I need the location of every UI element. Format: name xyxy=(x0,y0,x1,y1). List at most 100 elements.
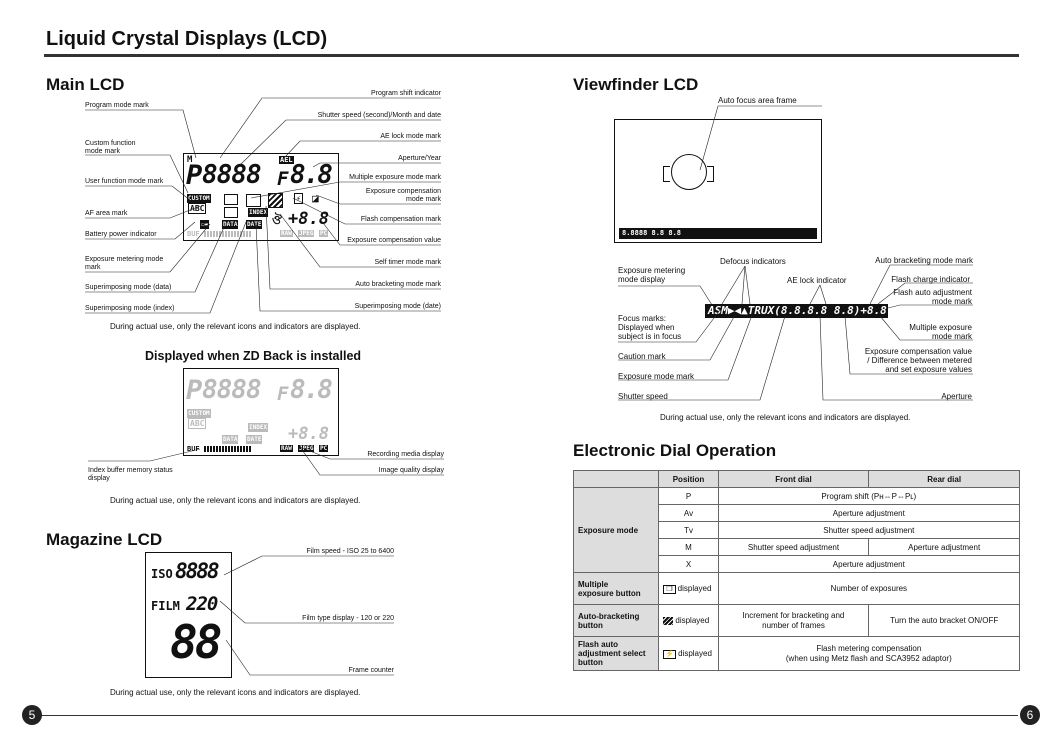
viewfinder-right-label: Flash charge indicator xyxy=(891,275,970,284)
frame-counter-digits: 88 xyxy=(170,615,222,669)
index-mark: INDEX xyxy=(248,208,269,217)
footer-rule xyxy=(40,715,1018,716)
title-rule xyxy=(44,54,1019,57)
aperture-digits: 8.8 xyxy=(290,375,333,405)
exposure-comp-icon: ◪ xyxy=(312,192,319,205)
af-frame-icon xyxy=(224,207,238,218)
main-lcd-panel: M AEL P 8888 F 8.8 CUSTOM ABC ⚡ ◪ INDEX … xyxy=(183,153,339,241)
viewfinder-left-label: Exposure mode mark xyxy=(618,372,695,381)
row-label-cell: Flash auto adjustment select button xyxy=(572,636,660,671)
viewfinder-right-label: Exposure compensation value / Difference… xyxy=(864,347,972,374)
dial-value-cell: Turn the auto bracket ON/OFF xyxy=(868,604,1020,637)
auto-bracket-icon xyxy=(663,616,674,625)
zd-right-label: Recording media display xyxy=(367,451,444,458)
page-number-left: 5 xyxy=(22,705,42,725)
viewfinder-right-label: Auto bracketing mode mark xyxy=(875,256,973,265)
program-mark: P xyxy=(186,375,203,406)
main-lcd-right-label: Flash compensation mark xyxy=(360,216,441,223)
af-circle xyxy=(671,154,707,190)
magazine-lcd-panel: ISO 8888 FILM 220 88 xyxy=(145,552,232,678)
empty-header xyxy=(572,470,660,488)
position-text: displayed xyxy=(678,649,712,658)
position-cell: ❐displayed xyxy=(658,572,719,605)
jpeg-mark: JPEG xyxy=(298,445,315,452)
main-lcd-note: During actual use, only the relevant ico… xyxy=(110,322,361,331)
film-digits: 220 xyxy=(186,593,218,615)
dial-header: Front dial xyxy=(717,470,870,488)
jpeg-mark: JPEG xyxy=(298,230,315,237)
f-mark: F xyxy=(277,168,289,190)
dial-value-cell: Number of exposures xyxy=(717,572,1021,605)
main-lcd-left-label: Program mode mark xyxy=(85,102,149,109)
dial-header-row: Position Front dial Rear dial xyxy=(572,470,1020,488)
magazine-note: During actual use, only the relevant ico… xyxy=(110,688,361,697)
iso-digits: 8888 xyxy=(175,559,220,583)
viewfinder-left-label: Exposure metering mode display xyxy=(618,266,686,284)
af-bracket-right xyxy=(707,166,714,182)
defocus-label: Defocus indicators xyxy=(720,257,786,266)
abc-mark: ABC xyxy=(188,418,207,429)
aperture-digits: 8.8 xyxy=(290,160,333,190)
viewfinder-left-label: Shutter speed xyxy=(618,392,668,401)
viewfinder-right-label: Flash auto adjustment mode mark xyxy=(893,288,972,306)
position-text: displayed xyxy=(675,616,710,625)
index-mark: INDEX xyxy=(248,423,269,432)
dial-heading: Electronic Dial Operation xyxy=(573,441,777,460)
shutter-digits: 8888 xyxy=(202,160,262,190)
page-number-right: 6 xyxy=(1020,705,1040,725)
main-lcd-right-label: Multiple exposure mode mark xyxy=(349,174,441,181)
dial-value-cell: Increment for bracketing and number of f… xyxy=(717,604,870,637)
data-mark: DATA xyxy=(222,220,239,229)
battery-icon: ▭▰ xyxy=(200,220,210,229)
data-mark: DATA xyxy=(222,435,239,444)
ael-mark: AEL xyxy=(279,156,294,164)
buffer-bar xyxy=(204,231,252,237)
custom-mark: CUSTOM xyxy=(187,194,211,203)
magazine-label: Film speed - ISO 25 to 6400 xyxy=(306,548,394,555)
main-lcd-right-label: Exposure compensation value xyxy=(347,237,441,244)
table-row: Flash auto adjustment select button ⚡dis… xyxy=(572,636,1021,671)
magazine-label: Frame counter xyxy=(348,667,394,674)
zd-back-heading: Displayed when ZD Back is installed xyxy=(145,349,362,363)
table-row: Multiple exposure button ❐displayed Numb… xyxy=(572,572,1021,605)
comp-value: +8.8 xyxy=(288,209,329,229)
viewfinder-frame: 8.8888 8.8 8.8 xyxy=(614,119,822,243)
af-frame-icon xyxy=(224,194,238,205)
shutter-digits: 8888 xyxy=(202,375,262,405)
comp-value: +8.8 xyxy=(288,424,329,444)
main-lcd-right-label: Auto bracketing mode mark xyxy=(355,281,441,288)
custom-mark: CUSTOM xyxy=(187,409,211,418)
position-cell: ⚡displayed xyxy=(658,636,719,671)
pc-mark: PC xyxy=(319,230,329,237)
raw-mark: RAW xyxy=(280,230,293,237)
abc-mark: ABC xyxy=(188,203,207,214)
dial-header: Rear dial xyxy=(868,470,1020,488)
viewfinder-right-label: Multiple exposure mode mark xyxy=(909,323,972,341)
main-lcd-heading: Main LCD xyxy=(46,75,125,94)
self-timer-icon: ঔ xyxy=(272,213,282,227)
date-mark: DATE xyxy=(246,220,263,229)
main-lcd-right-label: AE lock mode mark xyxy=(380,133,441,140)
f-mark: F xyxy=(277,383,289,405)
magazine-lcd-heading: Magazine LCD xyxy=(46,530,163,549)
main-lcd-left-label: Exposure metering mode mark xyxy=(85,256,164,271)
af-bracket-left xyxy=(663,166,670,182)
buffer-bar xyxy=(204,446,252,452)
date-mark: DATE xyxy=(246,435,263,444)
main-lcd-right-label: Aperture/Year xyxy=(398,155,441,162)
viewfinder-right-label: Aperture xyxy=(941,392,972,401)
main-lcd-left-label: Superimposing mode (index) xyxy=(85,305,175,312)
viewfinder-strip: 8.8888 8.8 8.8 xyxy=(619,228,817,239)
manual-mark: M xyxy=(187,155,193,165)
iso-mark: ISO xyxy=(151,567,173,581)
main-lcd-right-label: Superimposing mode (date) xyxy=(354,303,441,310)
dial-value-cell: Flash metering compensation (when using … xyxy=(717,636,1021,671)
row-label-cell: Auto-bracketing button xyxy=(572,604,660,637)
main-lcd-left-label: AF area mark xyxy=(85,210,128,217)
main-lcd-right-label: Exposure compensation mode mark xyxy=(365,188,441,203)
raw-mark: RAW xyxy=(280,445,293,452)
row-label-cell: Multiple exposure button xyxy=(572,572,660,605)
pc-mark: PC xyxy=(319,445,329,452)
main-lcd-left-label: Superimposing mode (data) xyxy=(85,284,172,291)
